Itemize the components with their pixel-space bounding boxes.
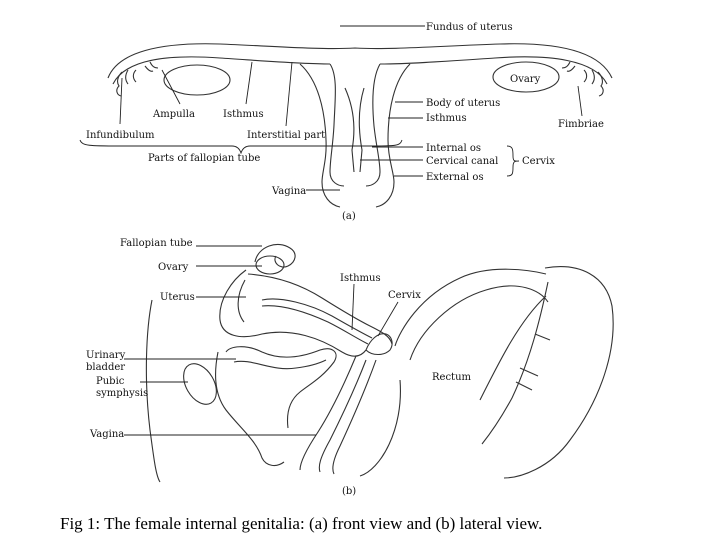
label-internal-os: Internal os bbox=[426, 143, 481, 154]
ampulla-line bbox=[161, 69, 181, 105]
isthmus-tube-line bbox=[245, 61, 253, 105]
cervix-b bbox=[365, 333, 393, 356]
uterus-right-wall-inner bbox=[387, 63, 411, 183]
label-fundus: Fundus of uterus bbox=[426, 22, 513, 33]
label-infundibulum: Infundibulum bbox=[86, 130, 155, 141]
front-view-diagram: Fundus of uterus Ovary Ampulla Isthmus B… bbox=[79, 22, 613, 222]
label-body: Body of uterus bbox=[426, 98, 500, 109]
uterus-left-wall-inner bbox=[299, 63, 327, 183]
vagina-b bbox=[299, 355, 377, 475]
label-cervical-canal: Cervical canal bbox=[426, 156, 498, 167]
uterus-b-outer bbox=[219, 269, 367, 357]
pelvic-floor-b bbox=[215, 351, 285, 467]
label-uterus-b: Uterus bbox=[160, 292, 195, 303]
label-isthmus-uterus: Isthmus bbox=[426, 113, 467, 124]
uterus-b-upper bbox=[247, 273, 393, 345]
fallopian-tube-b bbox=[254, 244, 296, 268]
label-ampulla: Ampulla bbox=[152, 109, 195, 120]
label-isthmus-tube: Isthmus bbox=[223, 109, 264, 120]
label-parts-tube: Parts of fallopian tube bbox=[148, 153, 260, 164]
bladder-b bbox=[225, 346, 337, 429]
cervix-b-line bbox=[377, 301, 399, 337]
isthmus-b-line bbox=[351, 283, 355, 331]
sacrum-b bbox=[481, 266, 614, 479]
left-ovary bbox=[163, 64, 231, 96]
label-urinary-2: bladder bbox=[86, 362, 125, 373]
subfigure-label-a: (a) bbox=[342, 211, 356, 222]
uterus-outline-right bbox=[379, 56, 608, 85]
uterus-left-wall bbox=[329, 63, 345, 187]
cervix-brace bbox=[506, 145, 520, 177]
label-vagina-b: Vagina bbox=[89, 429, 124, 440]
label-interstitial: Interstitial part bbox=[247, 130, 325, 141]
uterus-b-cavity bbox=[261, 298, 373, 345]
figure-caption: Fig 1: The female internal genitalia: (a… bbox=[60, 514, 543, 533]
label-isthmus-b: Isthmus bbox=[340, 273, 381, 284]
uterus-outline bbox=[107, 43, 613, 85]
label-cervix-b: Cervix bbox=[388, 290, 421, 301]
label-urinary-1: Urinary bbox=[86, 350, 126, 361]
subfigure-label-b: (b) bbox=[342, 486, 356, 497]
label-pubic-2: symphysis bbox=[96, 388, 148, 399]
bladder-b-inner bbox=[233, 359, 327, 370]
label-external-os: External os bbox=[426, 172, 484, 183]
uterine-cavity bbox=[344, 87, 365, 173]
label-cervix-a: Cervix bbox=[522, 156, 555, 167]
rectum-b bbox=[359, 268, 549, 477]
label-pubic-1: Pubic bbox=[96, 376, 125, 387]
pubic-symphysis-b bbox=[183, 363, 217, 405]
label-fimbriae: Fimbriae bbox=[558, 119, 604, 130]
interstitial-line bbox=[285, 61, 293, 127]
infundibulum-line bbox=[119, 77, 123, 125]
uterus-right-wall bbox=[365, 63, 381, 187]
uterus-b-left bbox=[237, 279, 246, 323]
right-fimbriae bbox=[561, 61, 604, 97]
tube-parts-brace bbox=[79, 139, 403, 155]
label-fallopian-tube: Fallopian tube bbox=[120, 238, 193, 249]
ovary-b bbox=[255, 255, 285, 275]
left-fimbriae bbox=[116, 61, 159, 97]
body-outline-b bbox=[145, 299, 161, 483]
label-vagina-a: Vagina bbox=[271, 186, 306, 197]
label-ovary-a: Ovary bbox=[510, 74, 541, 85]
label-rectum: Rectum bbox=[432, 372, 472, 383]
lateral-view-diagram: Fallopian tube Ovary Isthmus Cervix Uter… bbox=[86, 238, 614, 497]
label-ovary-b: Ovary bbox=[158, 262, 189, 273]
cervix-lower bbox=[321, 181, 395, 208]
fimbriae-line bbox=[577, 85, 583, 117]
right-ovary bbox=[492, 61, 560, 93]
sacrum-b-segments bbox=[515, 333, 551, 391]
